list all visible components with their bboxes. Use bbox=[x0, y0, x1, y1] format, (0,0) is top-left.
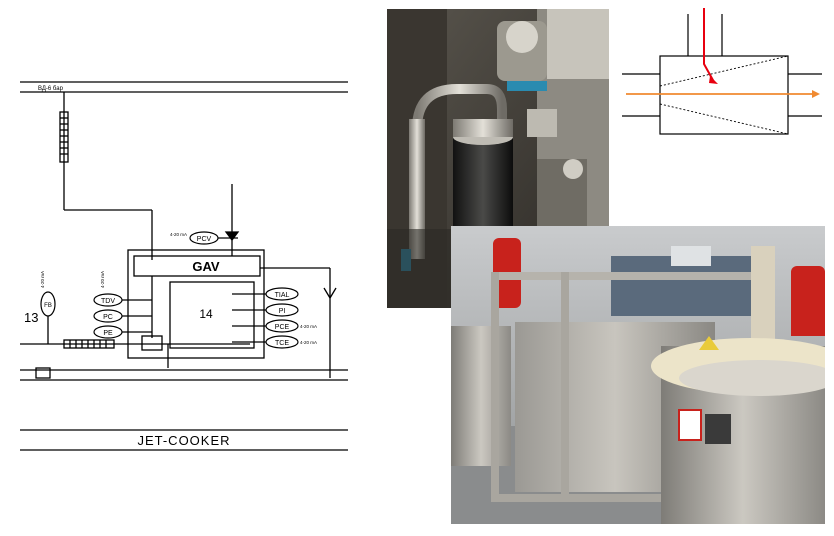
tce-signal-label: 4-20 mA bbox=[300, 340, 317, 345]
instrument-tce bbox=[265, 335, 299, 349]
instrument-label: PCE bbox=[275, 324, 290, 331]
instrument-label: TDV bbox=[101, 298, 115, 305]
mixing-chamber bbox=[659, 55, 789, 135]
pcv-signal-label: 4-20 mA bbox=[170, 232, 187, 237]
schematic-svg bbox=[622, 8, 822, 135]
instrument-label: TIAL bbox=[275, 292, 290, 299]
instrument-pce bbox=[265, 319, 299, 333]
instrument-label: PI bbox=[279, 308, 286, 315]
instrument-pc bbox=[93, 309, 123, 323]
insulated-pipe-horizontal bbox=[63, 339, 115, 349]
gav-label: GAV bbox=[192, 259, 220, 274]
instrument-pe bbox=[93, 325, 123, 339]
jet-cooker-pid-diagram: ВД-6 бар PCV 4-20 mA GAV 14 TDV PC PE 4-… bbox=[18, 78, 350, 456]
instrument-label: TCE bbox=[275, 340, 289, 347]
pid-svg: ВД-6 бар PCV 4-20 mA GAV 14 TDV PC PE 4-… bbox=[20, 81, 348, 451]
pcv-instrument bbox=[189, 231, 219, 245]
jet-mixing-schematic bbox=[622, 8, 822, 148]
steam-line-label: ВД-6 бар bbox=[38, 86, 64, 92]
insulated-pipe-vertical bbox=[59, 111, 69, 163]
unit-label: FB bbox=[44, 303, 52, 309]
unit-number: 13 bbox=[24, 310, 38, 325]
instrument-pi bbox=[265, 303, 299, 317]
cooker-number: 14 bbox=[199, 307, 213, 321]
cooker-inner-box bbox=[169, 281, 255, 349]
cooker-frame-outer bbox=[127, 249, 265, 359]
pcv-label: PCV bbox=[197, 236, 212, 243]
pce-signal-label: 4-20 mA bbox=[300, 324, 317, 329]
instrument-tdv bbox=[93, 293, 123, 307]
unit-fb-vessel bbox=[40, 291, 56, 317]
instrument-label: PE bbox=[103, 330, 113, 337]
installation-photo bbox=[451, 226, 834, 524]
instrument-label: PC bbox=[103, 314, 113, 321]
hazard-sign bbox=[699, 336, 719, 350]
gav-box bbox=[133, 255, 261, 277]
steam-flow-arrow bbox=[703, 8, 715, 83]
instrument-tial bbox=[265, 287, 299, 301]
left-signal-label: 4-20 mA bbox=[100, 271, 105, 288]
left-signal-label-2: 4-20 mA bbox=[40, 271, 45, 288]
photo-installation-svg bbox=[451, 226, 834, 524]
diagram-caption: JET-COOKER bbox=[137, 433, 230, 448]
